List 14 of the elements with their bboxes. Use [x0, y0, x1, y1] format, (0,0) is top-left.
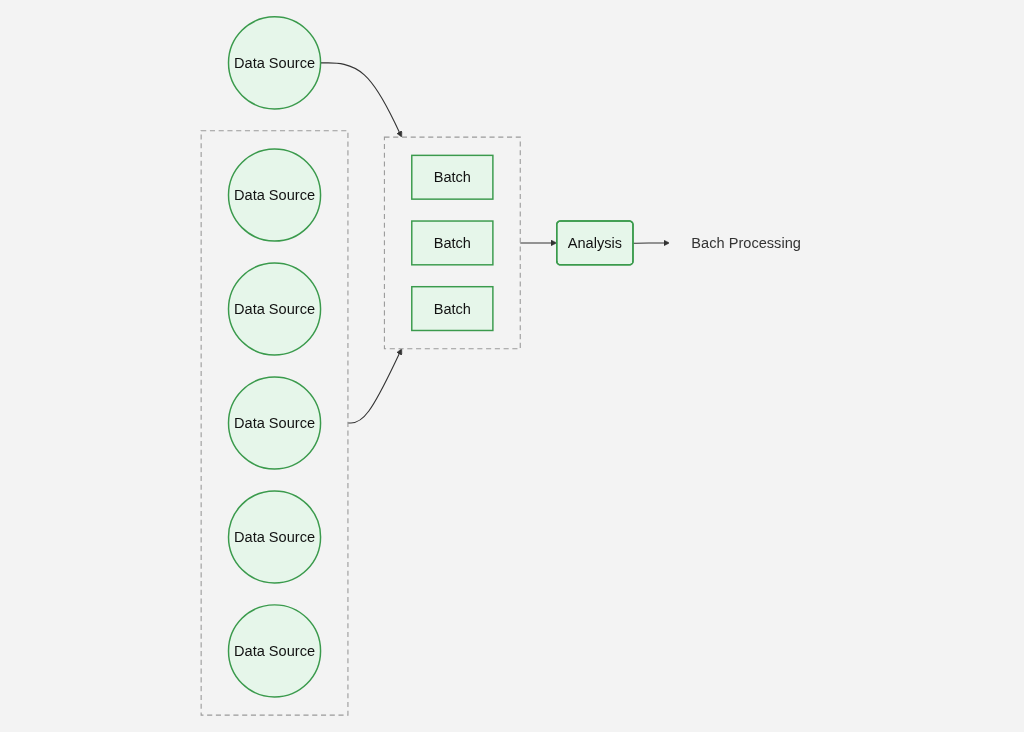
cluster — [200, 130, 349, 716]
node-circle: Data Source — [227, 490, 322, 584]
node-circle: Data Source — [227, 376, 322, 470]
node-box: Batch — [411, 285, 494, 332]
arrow — [347, 348, 403, 424]
node-circle: Data Source — [227, 16, 322, 110]
node-circle: Data Source — [227, 262, 322, 356]
arrow — [320, 62, 403, 138]
node-box: Batch — [411, 220, 494, 266]
node-text: Bach Processing — [691, 234, 801, 251]
node-box: Batch — [411, 154, 494, 200]
node-circle: Data Source — [227, 604, 322, 698]
cluster — [383, 136, 521, 350]
node-circle: Data Source — [227, 148, 322, 242]
